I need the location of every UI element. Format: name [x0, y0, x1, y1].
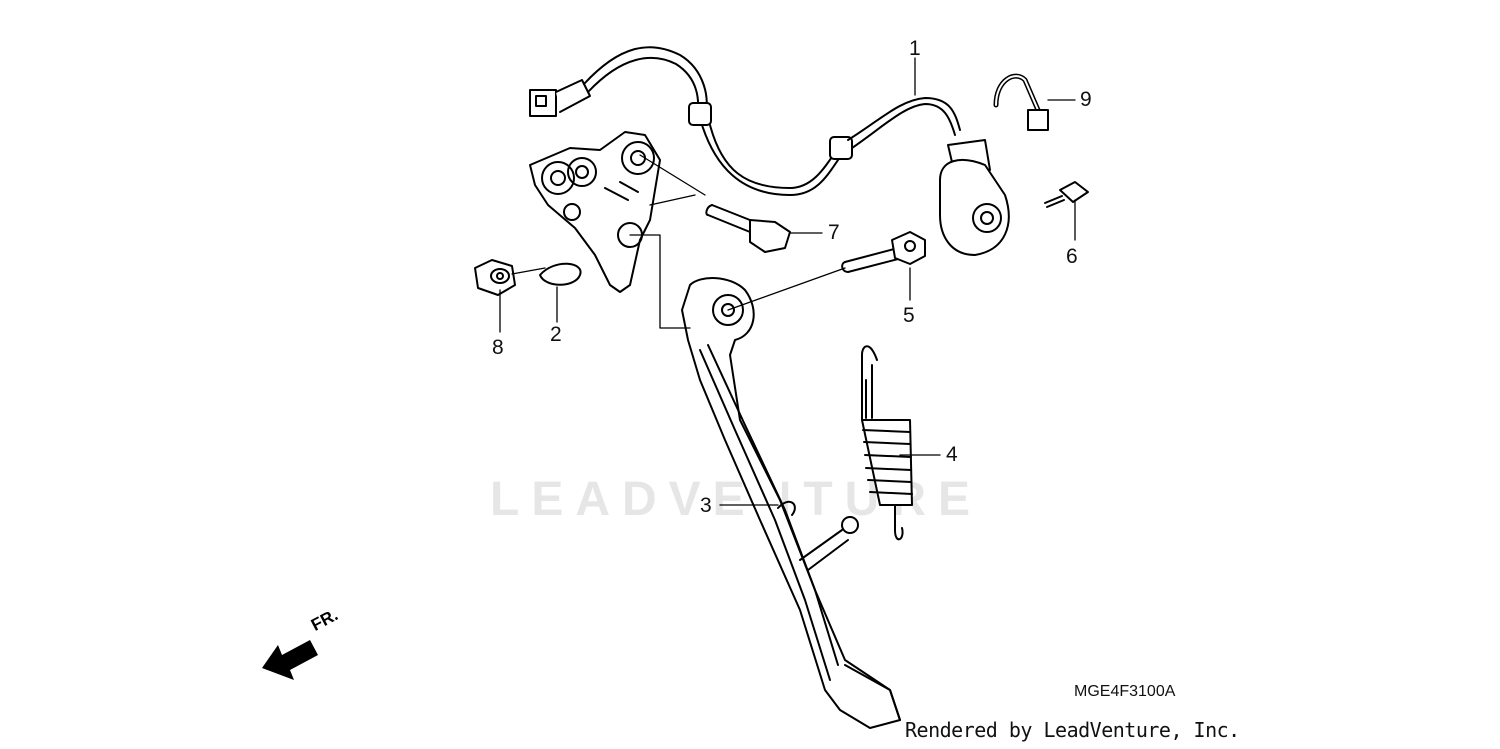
spring-part	[861, 345, 913, 541]
callout-8: 8	[492, 336, 504, 359]
clamp-part	[993, 73, 1049, 131]
side-stand-part	[681, 277, 901, 729]
nut-part	[474, 259, 516, 296]
callout-9: 9	[1080, 88, 1092, 111]
callout-7: 7	[828, 221, 840, 244]
callout-3: 3	[700, 494, 712, 517]
leader-lines	[499, 57, 1076, 506]
callout-5: 5	[903, 304, 915, 327]
bracket-part	[529, 131, 661, 293]
callout-4: 4	[946, 443, 958, 466]
callout-1: 1	[909, 37, 921, 60]
front-direction-arrow-icon	[262, 640, 318, 680]
switch-harness-part	[529, 46, 1010, 256]
screw-part	[1044, 181, 1089, 208]
credit-text: Rendered by LeadVenture, Inc.	[905, 718, 1240, 742]
flange-bolt-part	[705, 204, 791, 253]
diagram-code: MGE4F3100A	[1074, 683, 1176, 700]
callout-6: 6	[1066, 245, 1078, 268]
pivot-bolt-part	[841, 231, 926, 273]
callout-2: 2	[550, 323, 562, 346]
